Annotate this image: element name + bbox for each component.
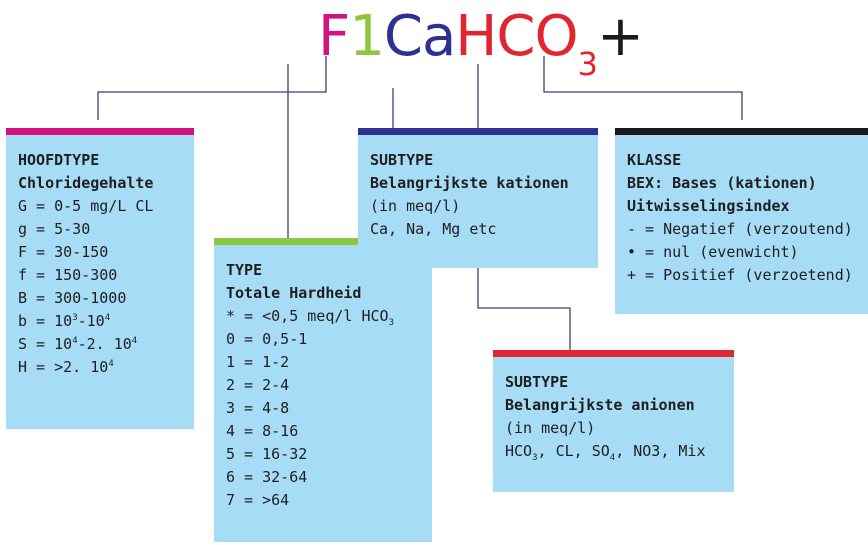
formula-part-1: 1 bbox=[349, 4, 385, 69]
hoofdtype-row: F = 30-150 bbox=[18, 243, 109, 261]
type-title: TYPE bbox=[226, 261, 263, 279]
type-row: 7 = >64 bbox=[226, 491, 290, 509]
hoofdtype-row: f = 150-300 bbox=[18, 266, 118, 284]
formula-part-3: HCO bbox=[455, 4, 578, 69]
type-subtitle: Totale Hardheid bbox=[226, 284, 362, 302]
hoofdtype-title: HOOFDTYPE bbox=[18, 151, 100, 169]
formula-part-2: Ca bbox=[383, 4, 456, 69]
klasse-box: KLASSE BEX: Bases (kationen) Uitwisselin… bbox=[615, 128, 868, 314]
subtype-kationen-row: Ca, Na, Mg etc bbox=[370, 220, 497, 238]
formula-part-5: + bbox=[596, 4, 644, 69]
type-box: TYPE Totale Hardheid * = <0,5 meq/l HCO3… bbox=[214, 238, 432, 542]
klasse-subtitle: BEX: Bases (kationen) bbox=[627, 174, 817, 192]
subtype-kationen-row: (in meq/l) bbox=[370, 197, 461, 215]
subtype-anionen-title: SUBTYPE bbox=[505, 373, 569, 391]
formula-title: F1CaHCO3+ bbox=[318, 0, 644, 83]
klasse-subtitle-2: Uitwisselingsindex bbox=[627, 197, 790, 215]
subtype-anionen-subtitle: Belangrijkste anionen bbox=[505, 396, 695, 414]
subtype-anionen-row: HCO3, CL, SO4, NO3, Mix bbox=[505, 442, 706, 463]
hoofdtype-row: H = >2. 104 bbox=[18, 358, 114, 376]
subtype-anionen-row: (in meq/l) bbox=[505, 419, 596, 437]
connector-hoofdtype bbox=[97, 56, 327, 120]
klasse-row: - = Negatief (verzoutend) bbox=[627, 220, 853, 238]
type-row: 4 = 8-16 bbox=[226, 422, 299, 440]
formula-part-4: 3 bbox=[577, 45, 598, 83]
connector-klasse bbox=[543, 56, 743, 120]
type-row: 5 = 16-32 bbox=[226, 445, 308, 463]
hoofdtype-row: b = 103-104 bbox=[18, 312, 111, 330]
type-row: * = <0,5 meq/l HCO3 bbox=[226, 307, 394, 328]
connector-subtype-anionen bbox=[477, 268, 571, 350]
type-row: 0 = 0,5-1 bbox=[226, 330, 308, 348]
hoofdtype-row: g = 5-30 bbox=[18, 220, 91, 238]
type-row: 6 = 32-64 bbox=[226, 468, 308, 486]
type-row: 3 = 4-8 bbox=[226, 399, 290, 417]
hoofdtype-box: HOOFDTYPE Chloridegehalte G = 0-5 mg/L C… bbox=[6, 128, 194, 429]
subtype-kationen-subtitle: Belangrijkste kationen bbox=[370, 174, 569, 192]
hoofdtype-row: G = 0-5 mg/L CL bbox=[18, 197, 154, 215]
hoofdtype-row: S = 104-2. 104 bbox=[18, 335, 138, 353]
formula-part-0: F bbox=[318, 4, 350, 69]
klasse-row: + = Positief (verzoetend) bbox=[627, 266, 853, 284]
klasse-row: • = nul (evenwicht) bbox=[627, 243, 799, 261]
klasse-title: KLASSE bbox=[627, 151, 682, 169]
subtype-anionen-box: SUBTYPE Belangrijkste anionen (in meq/l)… bbox=[493, 350, 734, 492]
hoofdtype-subtitle: Chloridegehalte bbox=[18, 174, 154, 192]
subtype-kationen-title: SUBTYPE bbox=[370, 151, 434, 169]
hoofdtype-row: B = 300-1000 bbox=[18, 289, 127, 307]
type-row: 1 = 1-2 bbox=[226, 353, 290, 371]
type-row: 2 = 2-4 bbox=[226, 376, 290, 394]
subtype-kationen-box: SUBTYPE Belangrijkste kationen (in meq/l… bbox=[358, 128, 598, 268]
